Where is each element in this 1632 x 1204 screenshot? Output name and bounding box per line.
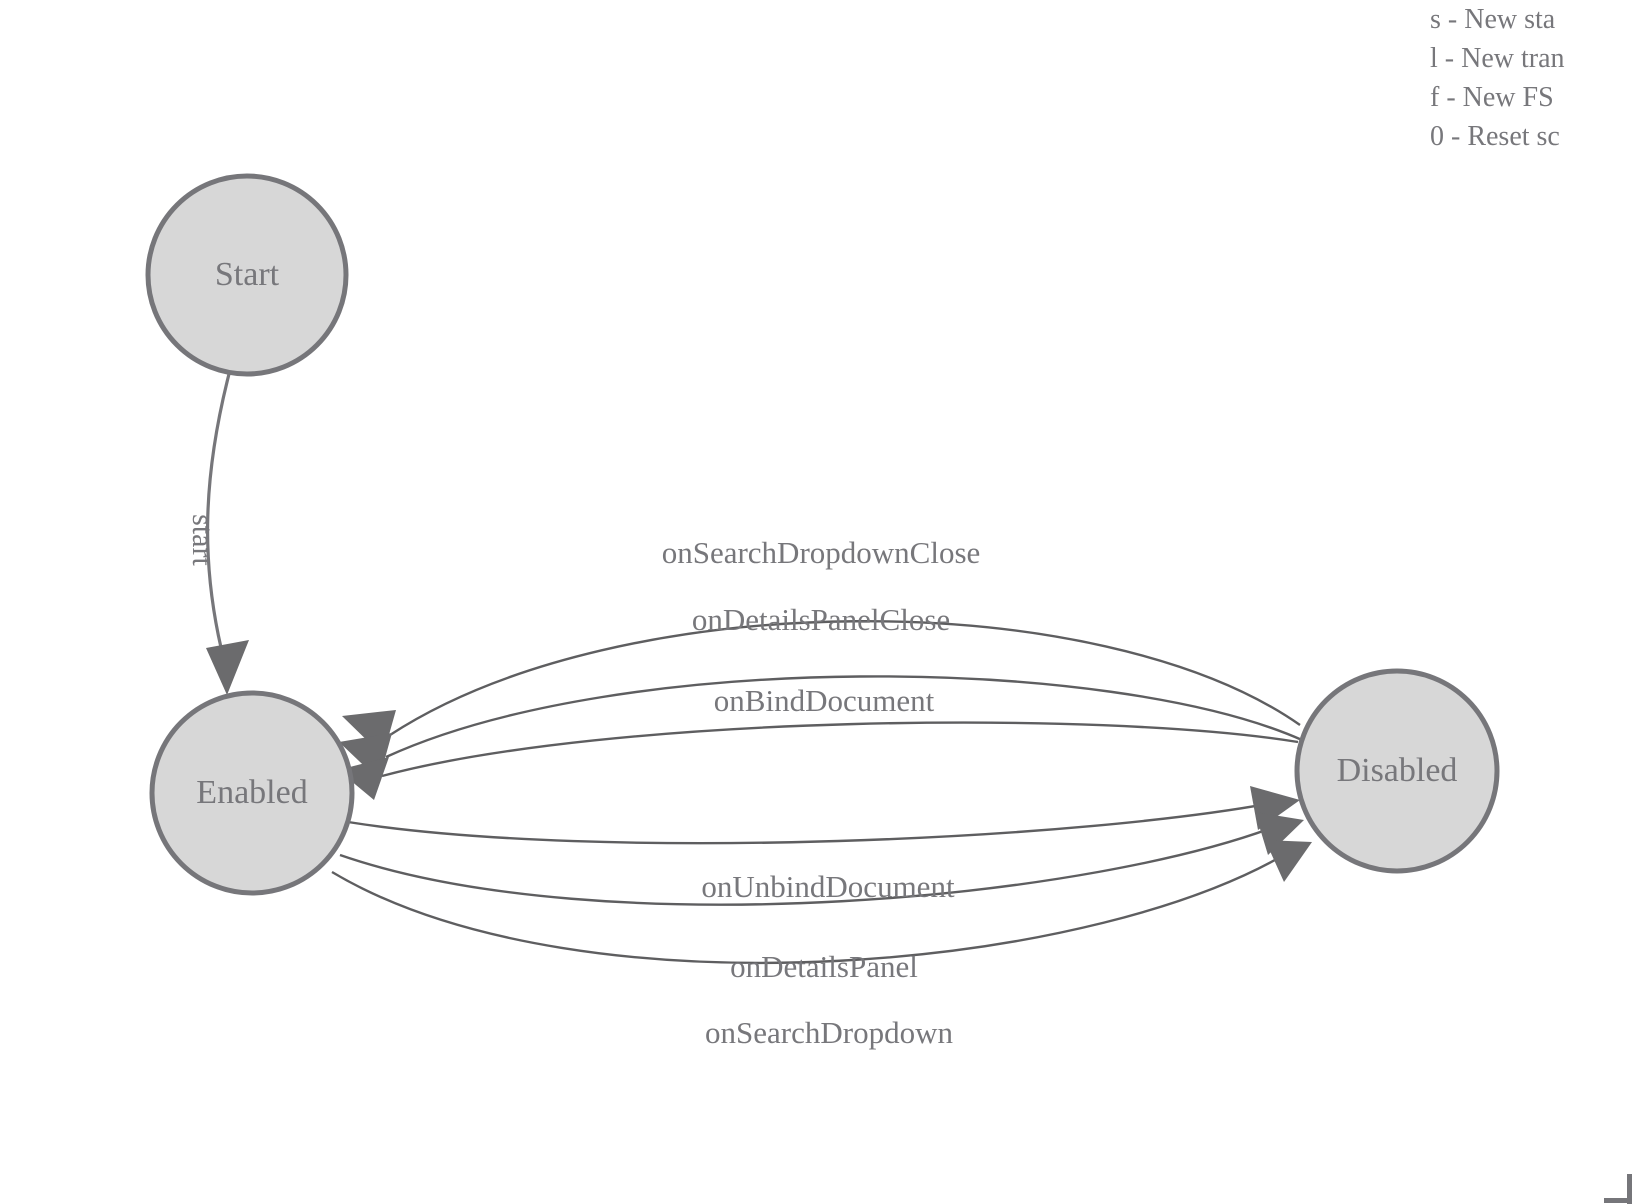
resize-corner-horizontal[interactable]	[1604, 1198, 1632, 1203]
legend-line-new-state: s - New sta	[1430, 4, 1556, 35]
legend-line-reset: 0 - Reset sc	[1430, 121, 1560, 152]
legend-line-new-transition: l - New tran	[1430, 43, 1565, 74]
transition-on-unbind-document[interactable]	[347, 786, 1300, 845]
transition-label-on-search-dropdown: onSearchDropdown	[705, 1015, 953, 1050]
transition-label-on-search-dropdown-close: onSearchDropdownClose	[662, 535, 981, 570]
state-node-enabled[interactable]: Enabled	[149, 690, 355, 896]
transition-label-on-details-panel-close: onDetailsPanelClose	[692, 602, 950, 637]
transition-on-search-dropdown[interactable]	[331, 840, 1312, 965]
edge-path	[381, 721, 1299, 778]
edge-path	[331, 843, 1301, 965]
state-circle	[1294, 668, 1500, 874]
edge-path	[339, 818, 1293, 906]
state-node-disabled[interactable]: Disabled	[1294, 668, 1500, 874]
transition-label-start: start	[186, 514, 219, 566]
state-node-start[interactable]: Start	[145, 173, 349, 377]
transition-on-bind-document[interactable]	[338, 721, 1299, 800]
arrow-head-icon	[1265, 840, 1312, 882]
state-circle	[145, 173, 349, 377]
keyboard-shortcuts-legend: s - New sta l - New tran f - New FS 0 - …	[1430, 0, 1632, 156]
transition-label-on-unbind-document: onUnbindDocument	[701, 869, 955, 904]
edge-path	[206, 373, 231, 669]
edge-path	[385, 675, 1303, 759]
state-label: Disabled	[1337, 752, 1458, 789]
edge-path	[347, 798, 1289, 845]
arrow-head-icon	[206, 640, 249, 695]
transition-label-on-bind-document: onBindDocument	[714, 683, 935, 718]
edge-path	[389, 620, 1301, 737]
transition-label-on-details-panel: onDetailsPanel	[730, 949, 918, 984]
legend-line-new-fsm: f - New FS	[1430, 82, 1554, 113]
state-label: Enabled	[196, 774, 307, 811]
state-circle	[149, 690, 355, 896]
state-label: Start	[215, 256, 280, 293]
resize-corner-vertical[interactable]	[1627, 1174, 1632, 1204]
transition-start[interactable]	[206, 373, 249, 695]
